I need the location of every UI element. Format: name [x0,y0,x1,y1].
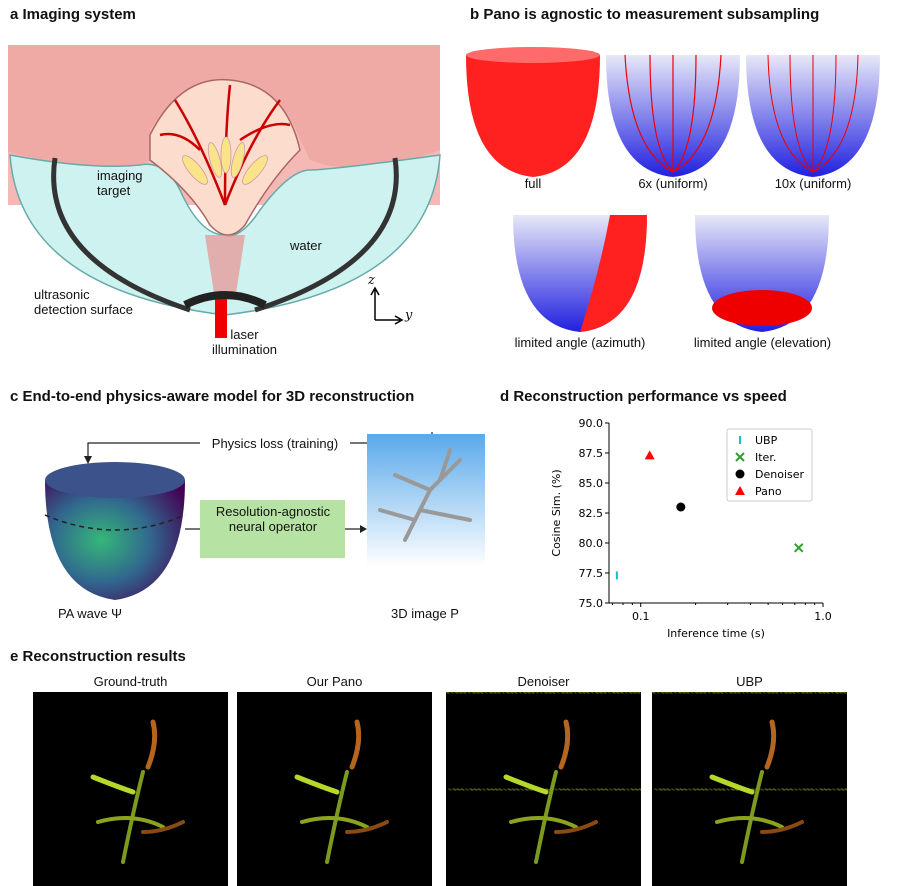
y-tick-label: 87.5 [579,447,604,460]
panel-d-title: d Reconstruction performance vs speed [500,388,787,405]
bowl-10x [746,54,880,177]
panel-a-title: a Imaging system [10,6,136,23]
bowl-elevation [695,215,829,332]
neural-operator-label: Resolution-agnostic neural operator [215,504,331,534]
bowl-azimuth [513,215,647,332]
bowl-6x [606,54,740,177]
laser-beam [215,298,227,338]
subsampling-bowls [466,47,880,332]
legend-marker [735,452,745,462]
y-tick-label: 90.0 [579,417,604,430]
recon-label: Denoiser [517,674,570,689]
performance-chart: 75.0 77.5 80.0 82.5 85.0 87.5 90.0 0.1 1.0Infere… [550,417,832,640]
neurons [182,136,268,185]
axis-icon [370,286,404,325]
vessel-tree [378,448,472,542]
recon-label: Ground-truth [93,674,168,689]
y-axis-label: Cosine Sim. (%) [550,469,563,556]
label-full: full [524,176,542,191]
panel-c-title: c End-to-end physics-aware model for 3D … [10,388,415,405]
data-point-iter [794,543,804,553]
y-tick-label: 75.0 [579,597,604,610]
data-point-denoiser [676,502,686,512]
recon-image [651,691,849,886]
legend-label: Denoiser [755,468,804,481]
panel-b-title: b Pano is agnostic to measurement subsam… [470,6,820,23]
label-detection-surface: ultrasonic detection surface [34,287,134,317]
physics-loss-label: Physics loss (training) [200,436,350,451]
detector-right [254,157,399,313]
x-tick-label: 1.0 [814,610,832,623]
label-azimuth: limited angle (azimuth) [514,335,646,350]
pa-wave-bowl [45,480,185,600]
recon-image [33,692,228,886]
x-tick-label: 0.1 [632,610,650,623]
legend-label: Pano [755,485,782,498]
label-elevation: limited angle (elevation) [693,335,832,350]
x-axis-label: Inference time (s) [667,627,765,640]
axis-y-label: y [405,308,413,323]
recon-image [237,692,432,886]
axis-z-label: z [368,273,375,288]
laser-cone [205,235,245,300]
y-tick-label: 80.0 [579,537,604,550]
recon-label: Our Pano [306,674,363,689]
y-tick-label: 85.0 [579,477,604,490]
recon-image [445,691,643,886]
3d-image-label: 3D image P [391,606,459,621]
legend-label: UBP [755,434,778,447]
bowl-full [466,47,600,177]
label-imaging-target: imaging target [97,168,143,198]
label-10x: 10x (uniform) [774,176,852,191]
detector-left [51,157,191,313]
data-point-pano [644,450,655,460]
y-tick-label: 82.5 [579,507,604,520]
neural-operator-box [200,500,345,558]
label-6x: 6x (uniform) [638,176,708,191]
legend-marker [735,486,745,495]
legend-box [726,428,813,502]
label-laser: laser illumination [212,327,278,357]
y-tick-label: 77.5 [579,567,604,580]
imaging-system-diagram [8,45,441,338]
legend-label: Iter. [755,451,776,464]
legend-marker [735,469,745,479]
panel-e-title: e Reconstruction results [10,648,186,665]
label-water: water [290,238,322,253]
recon-label: UBP [736,674,763,689]
model-diagram [44,432,485,600]
pa-wave-label: PA wave Ψ [57,606,123,621]
